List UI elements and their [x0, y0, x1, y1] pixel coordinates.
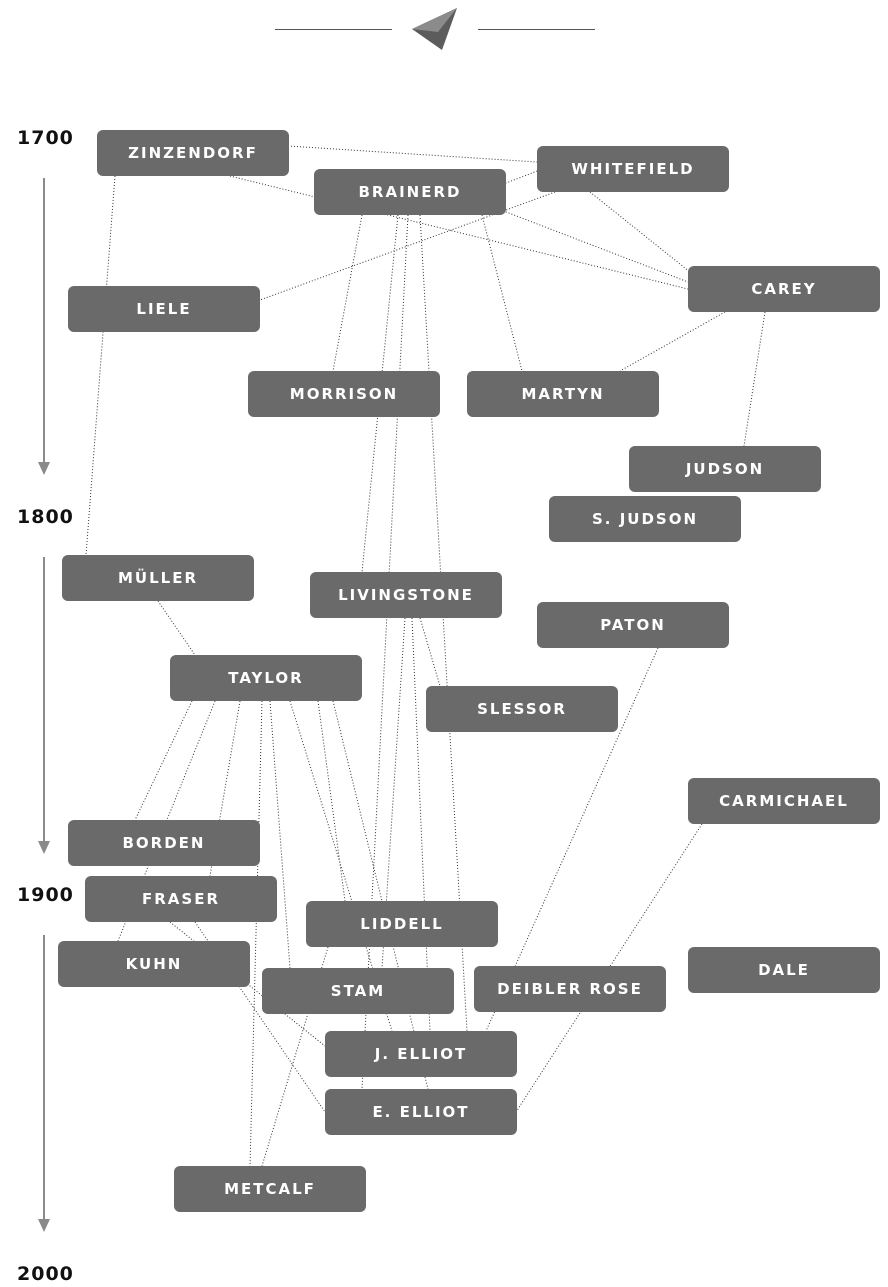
- link-whitefield-carey: [589, 191, 701, 281]
- node-liddell[interactable]: LIDDELL: [306, 901, 498, 947]
- node-stam[interactable]: STAM: [262, 968, 454, 1014]
- link-brainerd-morrison: [332, 214, 363, 372]
- link-taylor-liddell: [317, 700, 346, 902]
- timeline-arrow-1800s: [37, 557, 51, 855]
- header: [0, 0, 888, 60]
- link-carey-judson: [743, 311, 766, 447]
- node-judson[interactable]: JUDSON: [629, 446, 821, 492]
- arrow-down-icon: [38, 841, 50, 854]
- year-label-1900: 1900: [17, 884, 74, 906]
- link-taylor-stam: [269, 700, 291, 969]
- link-carey-martyn: [619, 311, 726, 372]
- node-s-judson[interactable]: S. JUDSON: [549, 496, 741, 542]
- node-kuhn[interactable]: KUHN: [58, 941, 250, 987]
- node-zinzendorf[interactable]: ZINZENDORF: [97, 130, 289, 176]
- node-morrison[interactable]: MORRISON: [248, 371, 440, 417]
- node-e-elliot[interactable]: E. ELLIOT: [325, 1089, 517, 1135]
- link-brainerd-martyn: [481, 214, 523, 372]
- node-borden[interactable]: BORDEN: [68, 820, 260, 866]
- node-carey[interactable]: CAREY: [688, 266, 880, 312]
- link-taylor-metcalf: [249, 700, 263, 1167]
- node-metcalf[interactable]: METCALF: [174, 1166, 366, 1212]
- link-zinzendorf-whitefield: [287, 145, 538, 163]
- link-whitefield-brainerd: [505, 169, 541, 184]
- node-carmichael[interactable]: CARMICHAEL: [688, 778, 880, 824]
- link-brainerd-e-elliot: [361, 214, 409, 1090]
- arrow-down-icon: [38, 462, 50, 475]
- node-j-elliot[interactable]: J. ELLIOT: [325, 1031, 517, 1077]
- node-fraser[interactable]: FRASER: [85, 876, 277, 922]
- node-livingstone[interactable]: LIVINGSTONE: [310, 572, 502, 618]
- year-label-2000: 2000: [17, 1263, 74, 1285]
- link-zinzendorf-muller: [85, 175, 116, 556]
- node-martyn[interactable]: MARTYN: [467, 371, 659, 417]
- arrow-down-icon: [38, 1219, 50, 1232]
- node-slessor[interactable]: SLESSOR: [426, 686, 618, 732]
- timeline-arrow-1700s: [37, 178, 51, 476]
- year-label-1800: 1800: [17, 506, 74, 528]
- node-whitefield[interactable]: WHITEFIELD: [537, 146, 729, 192]
- header-rule-left: [275, 29, 392, 30]
- node-dale[interactable]: DALE: [688, 947, 880, 993]
- timeline-arrow-1900s: [37, 935, 51, 1233]
- node-liele[interactable]: LIELE: [68, 286, 260, 332]
- node-taylor[interactable]: TAYLOR: [170, 655, 362, 701]
- paper-plane-icon: [412, 8, 457, 50]
- node-paton[interactable]: PATON: [537, 602, 729, 648]
- header-rule-right: [478, 29, 595, 30]
- year-label-1700: 1700: [17, 127, 74, 149]
- node-deibler-rose[interactable]: DEIBLER ROSE: [474, 966, 666, 1012]
- node-brainerd[interactable]: BRAINERD: [314, 169, 506, 215]
- link-livingstone-slessor: [419, 617, 441, 687]
- link-muller-taylor: [157, 600, 196, 656]
- link-taylor-borden: [134, 700, 193, 821]
- node-muller[interactable]: MÜLLER: [62, 555, 254, 601]
- link-brainerd-carey: [474, 199, 689, 283]
